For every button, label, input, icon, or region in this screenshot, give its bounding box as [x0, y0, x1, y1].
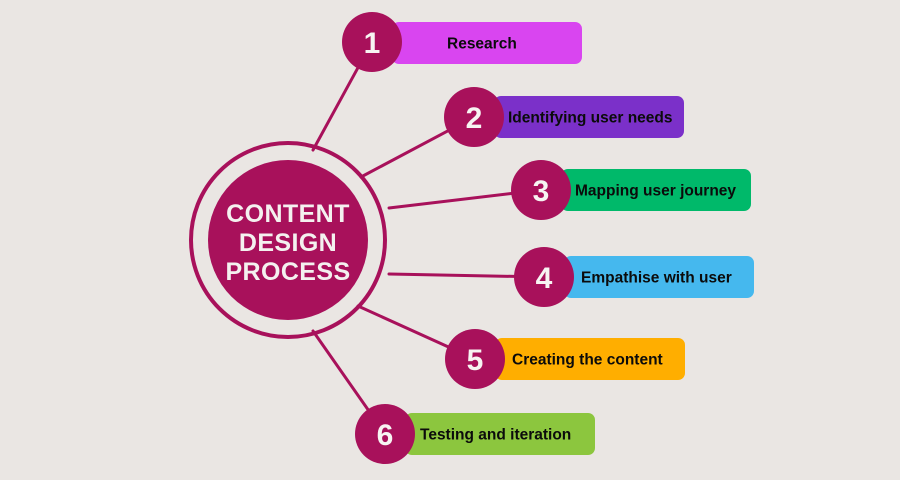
step-number-text-2: 2: [466, 102, 483, 135]
step-number-badge-3[interactable]: [511, 160, 571, 220]
step-label-1: Research: [447, 36, 517, 53]
step-label-5: Creating the content: [512, 352, 663, 369]
connector-line-5: [356, 304, 450, 349]
connector-line-1: [311, 66, 360, 152]
step-number-text-3: 3: [533, 175, 550, 208]
step-bar-5[interactable]: [495, 338, 685, 380]
step-label-4: Empathise with user: [581, 270, 732, 287]
step-label-3: Mapping user journey: [575, 183, 736, 200]
connector-line-2: [359, 129, 450, 179]
step-bar-6[interactable]: [405, 413, 595, 455]
step-bar-4[interactable]: [564, 256, 754, 298]
step-number-badge-5[interactable]: [445, 329, 505, 389]
step-item-3[interactable]: Mapping user journey 3: [511, 160, 751, 220]
step-bar-2[interactable]: [494, 96, 684, 138]
step-item-2[interactable]: Identifying user needs 2: [444, 87, 684, 147]
step-number-text-1: 1: [364, 27, 381, 60]
hub-group[interactable]: CONTENT DESIGN PROCESS: [189, 141, 387, 339]
step-number-text-5: 5: [467, 344, 484, 377]
step-number-badge-6[interactable]: [355, 404, 415, 464]
step-number-text-6: 6: [377, 419, 394, 452]
connector-line-6: [311, 329, 370, 411]
step-item-6[interactable]: Testing and iteration 6: [355, 404, 595, 464]
step-bar-1[interactable]: [392, 22, 582, 64]
hub-title-line-1: CONTENT: [226, 200, 350, 228]
step-item-4[interactable]: Empathise with user 4: [514, 247, 754, 307]
connector-line-4: [387, 272, 516, 278]
step-label-2: Identifying user needs: [508, 110, 673, 127]
step-item-5[interactable]: Creating the content 5: [445, 329, 685, 389]
hub-inner-disc: [208, 160, 368, 320]
connector-line-3: [387, 192, 513, 210]
step-number-badge-4[interactable]: [514, 247, 574, 307]
connector-lines-group: [311, 66, 516, 411]
hub-title-line-2: DESIGN: [239, 229, 337, 257]
step-number-badge-1[interactable]: [342, 12, 402, 72]
hub-outer-ring: [189, 141, 387, 339]
step-label-6: Testing and iteration: [420, 427, 571, 444]
step-number-badge-2[interactable]: [444, 87, 504, 147]
hub-title-line-3: PROCESS: [225, 258, 350, 286]
step-bar-3[interactable]: [561, 169, 751, 211]
step-item-1[interactable]: Research 1: [342, 12, 582, 72]
step-number-text-4: 4: [536, 262, 553, 295]
